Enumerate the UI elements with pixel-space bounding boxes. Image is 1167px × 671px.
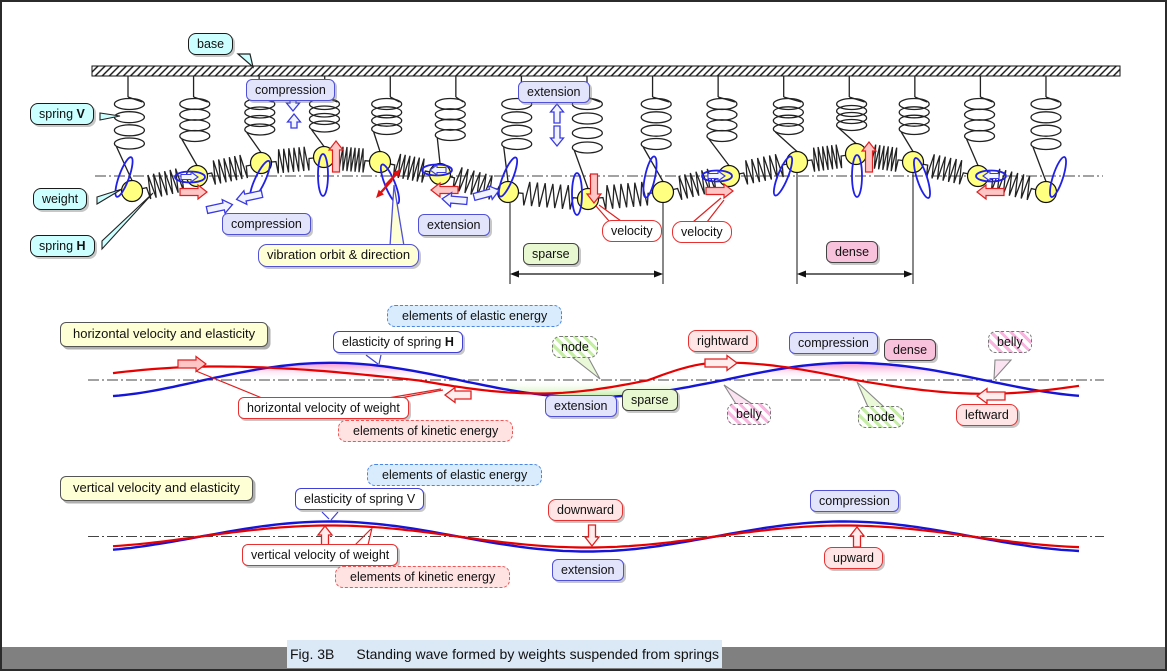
base-ceiling — [91, 65, 1121, 77]
label-rightward: rightward — [688, 330, 758, 353]
label-extension-vertical: extension — [518, 81, 590, 104]
label-vibration-orbit: vibration orbit & direction — [258, 244, 420, 267]
extension-arrow-down — [549, 125, 565, 148]
orbit-mini-arrow — [982, 169, 1000, 183]
label-spring-h: spring H — [30, 235, 95, 258]
velocity-arrow-right — [179, 183, 208, 201]
label-vertical-velocity-of-weight: vertical velocity of weight — [242, 544, 399, 567]
label-elastic-energy-bot: elements of elastic energy — [367, 464, 543, 487]
label-node-2: node — [858, 406, 904, 429]
section-header-horizontal: horizontal velocity and elasticity — [60, 322, 269, 347]
label-node-1: node — [552, 336, 598, 359]
compression-arrow — [235, 189, 264, 206]
figure-caption: Fig. 3B Standing wave formed by weights … — [287, 640, 722, 668]
extension-arrow-up — [549, 102, 565, 124]
label-elastic-energy-mid: elements of elastic energy — [387, 305, 563, 328]
velocity-arrow-left — [976, 183, 1005, 201]
label-horizontal-velocity-of-weight: horizontal velocity of weight — [238, 397, 409, 420]
orbit-mini-arrow — [707, 169, 726, 183]
upward-arrow — [848, 525, 866, 548]
label-extension-horizontal: extension — [418, 214, 490, 237]
label-compression-mid: compression — [789, 332, 878, 355]
label-downward: downward — [548, 499, 623, 522]
label-weight: weight — [33, 188, 88, 211]
label-spring-v: spring V — [30, 103, 94, 126]
extension-arrow — [472, 184, 501, 202]
label-velocity-1: velocity — [602, 220, 662, 243]
velocity-arrow-up — [860, 141, 878, 173]
label-belly-2: belly — [988, 331, 1032, 354]
velocity-arrow-right — [705, 182, 734, 200]
rightward-arrow — [704, 354, 739, 372]
label-dense-top: dense — [826, 241, 879, 264]
label-leftward: leftward — [956, 404, 1018, 427]
leftward-arrow — [975, 387, 1006, 405]
label-compression-horizontal: compression — [222, 213, 311, 236]
label-upward: upward — [824, 547, 883, 570]
velocity-arrow-up — [327, 140, 345, 173]
compression-arrow — [205, 198, 234, 215]
label-sparse-mid: sparse — [622, 389, 678, 412]
section-header-vertical: vertical velocity and elasticity — [60, 476, 253, 501]
extension-arrow — [441, 191, 469, 208]
orbit-mini-arrow — [429, 163, 447, 177]
downward-arrow — [583, 524, 601, 548]
label-dense-mid: dense — [884, 339, 937, 362]
velocity-arrow-down — [585, 173, 603, 204]
velocity-wave-vertical — [112, 524, 1080, 549]
label-extension-bot: extension — [552, 559, 624, 582]
leftward-arrow — [443, 386, 472, 404]
label-belly-1: belly — [727, 403, 771, 426]
label-elasticity-spring-h: elasticity of spring H — [333, 331, 463, 354]
label-compression-bot: compression — [810, 490, 899, 513]
label-sparse-top: sparse — [523, 243, 579, 266]
label-base: base — [188, 33, 234, 56]
label-compression-vertical: compression — [246, 79, 335, 102]
label-velocity-2: velocity — [672, 221, 732, 244]
vertical-springs — [113, 76, 1062, 189]
orbit-direction-arrow — [376, 179, 393, 198]
label-extension-mid: extension — [545, 395, 617, 418]
callout-pointers — [96, 53, 1013, 546]
compression-arrow-up — [286, 112, 302, 129]
orbit-mini-arrow — [180, 170, 199, 184]
label-kinetic-energy-mid: elements of kinetic energy — [338, 420, 514, 443]
label-elasticity-spring-v: elasticity of spring V — [295, 488, 425, 511]
wavelength-brackets — [509, 172, 914, 284]
elasticity-wave-vertical — [112, 520, 1080, 553]
label-kinetic-energy-bot: elements of kinetic energy — [335, 566, 511, 589]
wave-direction-arrow-right — [177, 355, 207, 373]
velocity-wave-horizontal — [112, 361, 1080, 395]
